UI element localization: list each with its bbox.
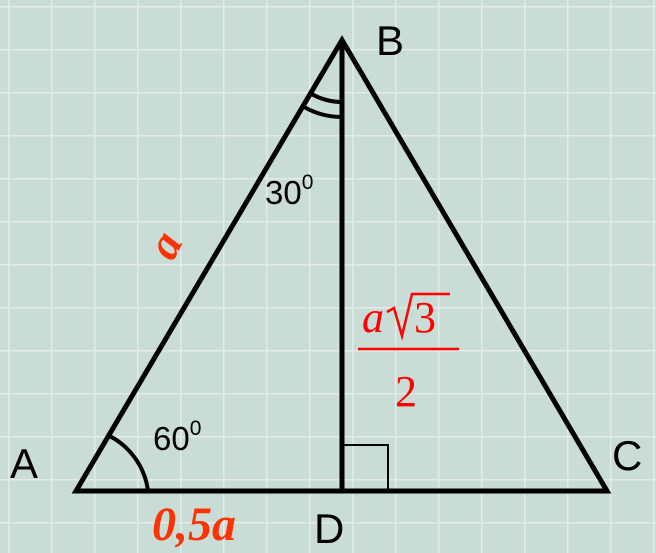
angle-value-a: 60 (153, 420, 190, 457)
angle-label-b: 300 (265, 171, 313, 211)
angle-value-b: 30 (265, 174, 302, 211)
vertex-label-d: D (314, 505, 344, 552)
side-label-ab: a (136, 223, 192, 267)
angle-arc-b-inner (309, 91, 343, 104)
angle-label-a: 600 (153, 417, 201, 457)
height-denominator: 2 (395, 367, 417, 416)
height-numerator-radicand: 3 (414, 293, 436, 342)
angle-degree-b: 0 (302, 171, 314, 194)
angle-arc-a (107, 433, 150, 492)
vertex-label-c: C (612, 432, 642, 479)
right-angle-marker (342, 444, 389, 491)
height-label-bd: a 3 2 (358, 292, 459, 416)
vertex-label-b: B (376, 17, 404, 64)
angle-degree-a: 0 (190, 417, 202, 440)
sqrt-sign (386, 292, 450, 341)
segment-label-ad: 0,5a (152, 498, 236, 551)
height-numerator-var: a (362, 293, 384, 342)
angle-arc-b-outer (301, 104, 343, 119)
vertex-label-a: A (10, 440, 38, 487)
